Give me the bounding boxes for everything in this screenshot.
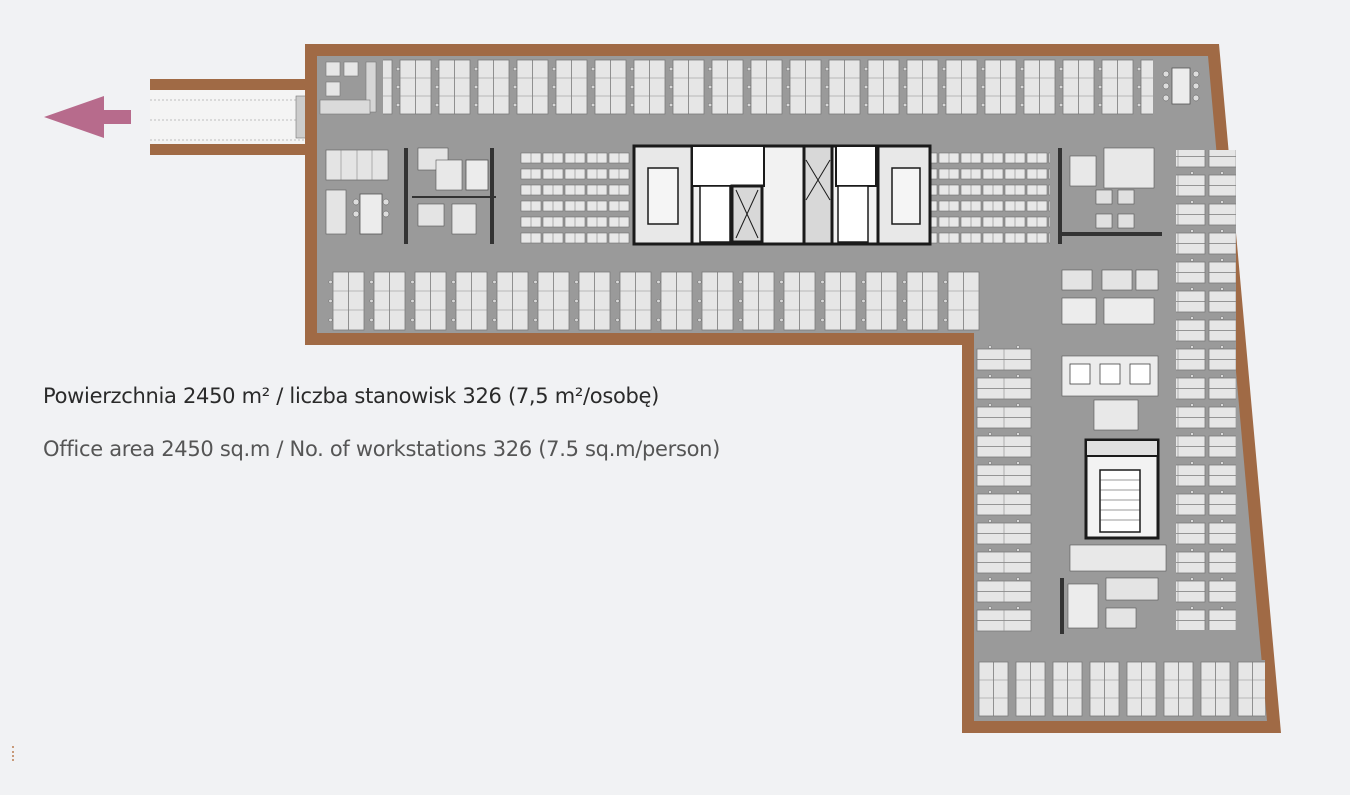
entry-lounge <box>318 58 380 120</box>
floor-area-caption-polish: Powierzchnia 2450 m² / liczba stanowisk … <box>43 384 660 408</box>
edge-marker <box>12 746 17 761</box>
meeting-rooms-right <box>1058 147 1162 325</box>
connector-corridor <box>150 79 312 155</box>
desk-row-bottom <box>975 660 1265 718</box>
desk-row-middle <box>328 270 984 332</box>
building-core-secondary <box>1060 355 1167 634</box>
desk-column-wing-left <box>975 345 1033 635</box>
meeting-room-top-right <box>1158 60 1204 116</box>
workstations-core-right <box>930 150 1050 244</box>
desk-column-right-outer <box>1176 150 1236 630</box>
floor-area-caption-english: Office area 2450 sq.m / No. of workstati… <box>43 437 721 461</box>
arrow-left-icon <box>44 96 131 138</box>
meeting-rooms-left <box>325 147 496 244</box>
workstations-core-left <box>520 150 630 244</box>
building-core-main <box>632 144 932 246</box>
desk-row-top <box>383 58 1153 116</box>
